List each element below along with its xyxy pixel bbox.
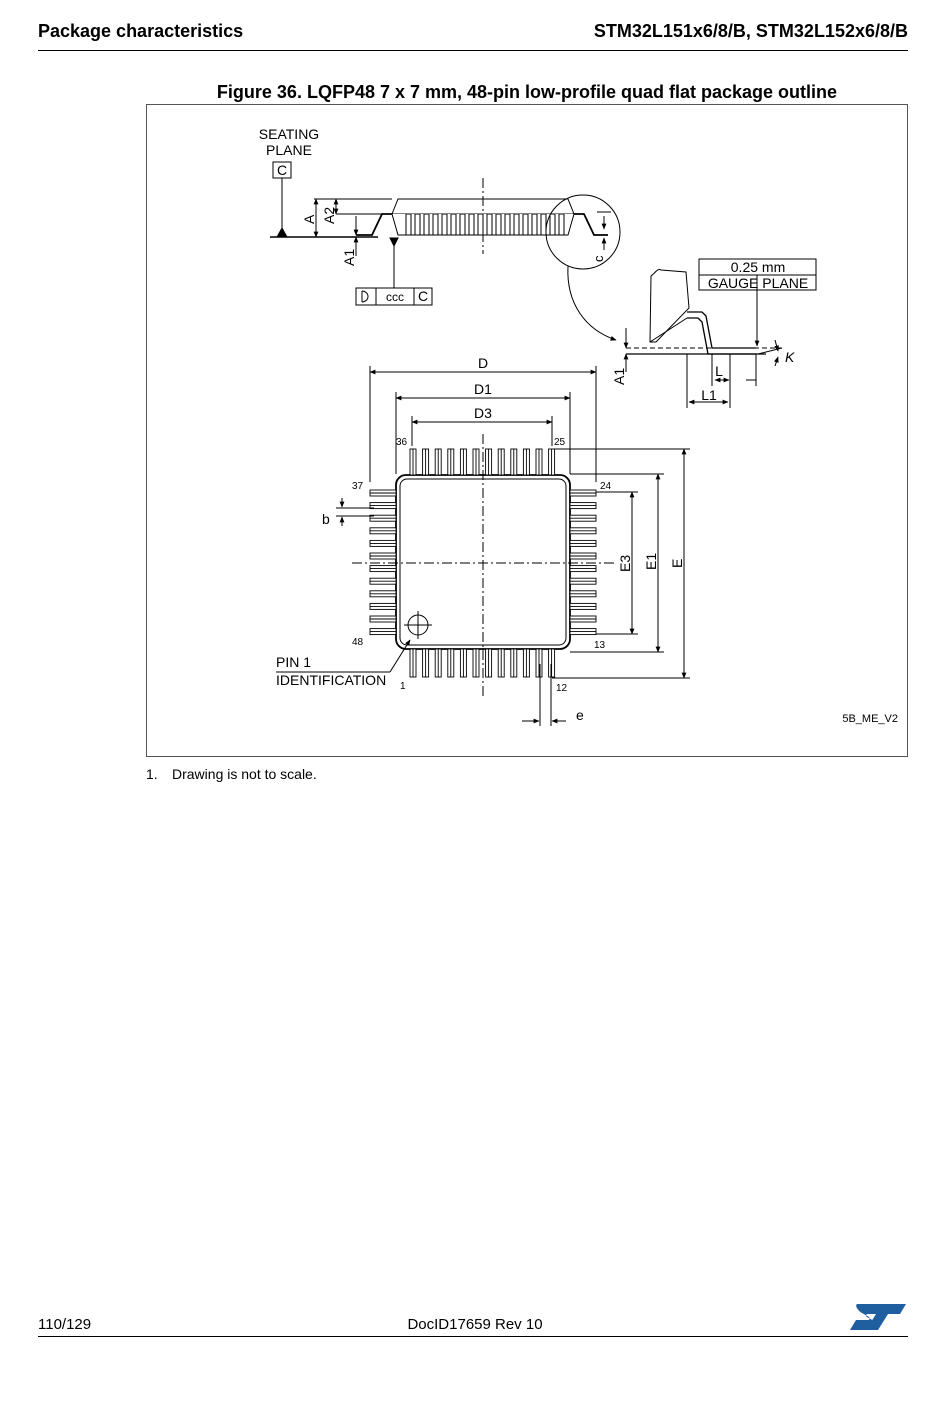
side-lead <box>423 213 430 236</box>
part-numbers: STM32L151x6/8/B, STM32L152x6/8/B <box>593 21 908 41</box>
figure-title: Figure 36. LQFP48 7 x 7 mm, 48-pin low-p… <box>216 82 838 102</box>
datum-c-label: C <box>277 162 287 178</box>
drawing-code: 5B_ME_V2 <box>842 713 898 725</box>
side-lead <box>558 213 565 236</box>
side-view <box>270 161 621 341</box>
dim-d3-label: D3 <box>474 405 492 421</box>
figure-frame <box>146 104 908 757</box>
lead-detail-view <box>623 258 817 408</box>
figure-note: 1. Drawing is not to scale. <box>146 766 317 782</box>
dim-d-label: D <box>478 355 488 371</box>
side-lead <box>450 213 457 236</box>
note-number: 1. <box>146 766 158 782</box>
section-title: Package characteristics <box>38 21 244 41</box>
side-lead <box>522 213 529 236</box>
pin-1-label: 1 <box>400 681 406 692</box>
dim-c-label: c <box>591 255 606 262</box>
note-text: Drawing is not to scale. <box>172 766 317 782</box>
pin1-id-label-1: PIN 1 <box>276 654 311 670</box>
pin1-id-label-2: IDENTIFICATION <box>276 672 386 688</box>
pin-36-label: 36 <box>396 437 408 448</box>
doc-id: DocID17659 Rev 10 <box>407 1316 543 1333</box>
dim-b-label: b <box>322 511 330 527</box>
dim-e-label: E <box>669 559 685 568</box>
page-number: 110/129 <box>38 1316 92 1333</box>
dim-l1-label: L1 <box>701 387 717 403</box>
dim-a1-label: A1 <box>341 249 357 266</box>
dim-k-label: K <box>785 349 795 365</box>
side-lead <box>405 213 412 236</box>
footer-rule <box>38 1336 908 1337</box>
gauge-plane-label: GAUGE PLANE <box>708 275 808 291</box>
side-lead <box>486 213 493 236</box>
pin-24-label: 24 <box>600 481 612 492</box>
side-lead <box>441 213 448 236</box>
header-rule <box>38 50 908 51</box>
seating-label-1: SEATING <box>259 126 319 142</box>
seating-label-2: PLANE <box>266 142 312 158</box>
package-outline-drawing: SEATING PLANE C A A2 A1 c ccc C 0.25 mm … <box>259 126 898 726</box>
dim-a2-label: A2 <box>321 207 337 224</box>
dim-d1-label: D1 <box>474 381 492 397</box>
side-lead <box>540 213 547 236</box>
gauge-value-label: 0.25 mm <box>731 259 785 275</box>
dim-e3-label: E3 <box>617 555 633 572</box>
side-lead <box>432 213 439 236</box>
dim-a-label: A <box>301 214 317 224</box>
top-view <box>276 366 690 726</box>
ccc-label: ccc <box>386 290 404 304</box>
ccc-ref-label: C <box>418 288 428 304</box>
dim-pitch-label: e <box>576 707 584 723</box>
st-logo-icon <box>850 1304 906 1330</box>
pin-13-label: 13 <box>594 640 606 651</box>
dim-l-label: L <box>715 363 723 379</box>
side-lead <box>414 213 421 236</box>
side-lead <box>513 213 520 236</box>
side-lead <box>495 213 502 236</box>
side-lead <box>504 213 511 236</box>
pin-25-label: 25 <box>554 437 566 448</box>
side-lead <box>459 213 466 236</box>
pin-37-label: 37 <box>352 481 364 492</box>
side-lead <box>468 213 475 236</box>
pin-48-label: 48 <box>352 637 364 648</box>
side-lead <box>531 213 538 236</box>
pin-12-label: 12 <box>556 683 568 694</box>
side-lead <box>549 213 556 236</box>
dim-e1-label: E1 <box>643 553 659 570</box>
dim-a1-detail-label: A1 <box>611 368 627 385</box>
side-lead <box>477 213 484 236</box>
